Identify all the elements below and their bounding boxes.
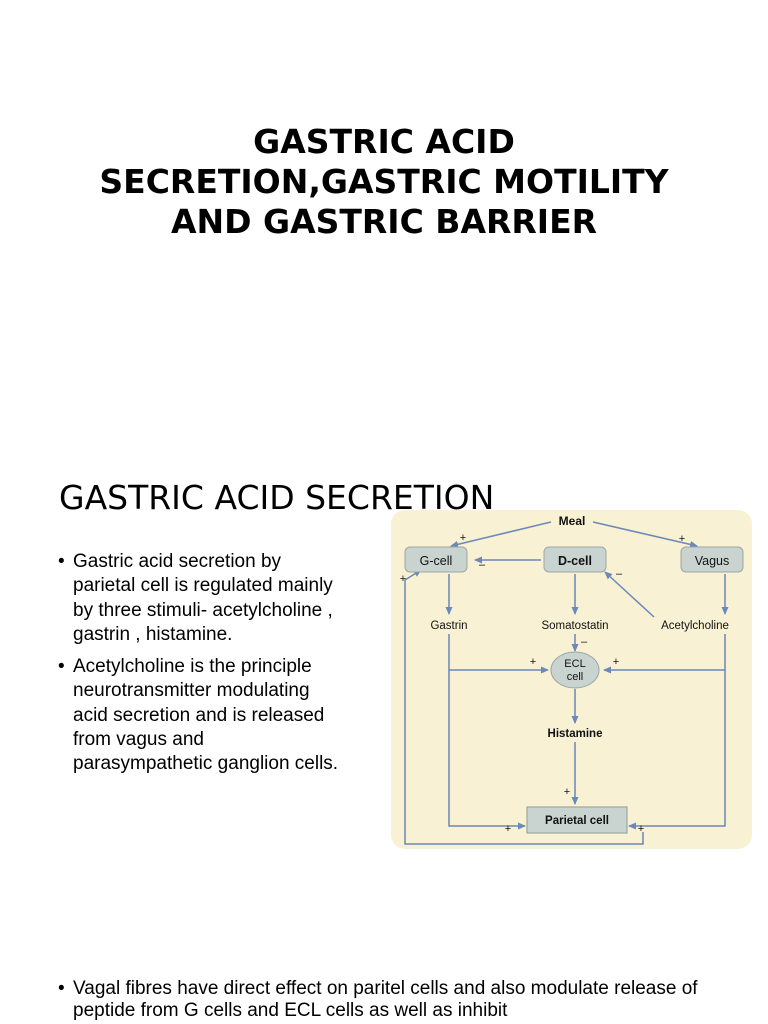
ecl-label-line-2: cell: [567, 671, 584, 683]
bullet-item: Vagal fibres have direct effect on parit…: [58, 978, 738, 1022]
parietal-cell-box: [526, 806, 628, 834]
d-cell-box: [543, 546, 607, 573]
arrow-gastrin-parietal: [448, 670, 526, 830]
vagus-label: Vagus: [695, 554, 730, 568]
arrow-meal-vagus: [592, 521, 698, 548]
sign-minus: –: [616, 568, 623, 580]
presentation-title: GASTRIC ACID SECRETION,GASTRIC MOTILITY …: [0, 122, 768, 242]
bullet-list: Gastric acid secretion by parietal cell …: [58, 550, 348, 785]
g-cell-label: G-cell: [420, 554, 453, 568]
acid-secretion-diagram: Meal G-cell D-cell Vagus Gastrin Somatos…: [391, 510, 752, 849]
sign-plus: +: [613, 656, 619, 668]
bullet-item: Acetylcholine is the principle neurotran…: [58, 655, 348, 776]
arrow-feedback-gcell: [404, 569, 644, 845]
bullet-item: Gastric acid secretion by parietal cell …: [58, 550, 348, 647]
title-line-1: GASTRIC ACID: [253, 122, 515, 162]
content-slide: GASTRIC ACID SECRETION Gastric acid secr…: [0, 460, 768, 1024]
section-title: GASTRIC ACID SECRETION: [59, 480, 495, 512]
sign-minus: –: [479, 559, 486, 571]
arrow-ach-parietal: [628, 670, 726, 830]
title-slide: GASTRIC ACID SECRETION,GASTRIC MOTILITY …: [0, 0, 768, 460]
bottom-bullet-list: Vagal fibres have direct effect on parit…: [58, 978, 738, 1022]
g-cell-box: [404, 546, 468, 573]
acetylcholine-label: Acetylcholine: [661, 620, 729, 632]
sign-plus: +: [505, 823, 511, 835]
sign-plus: +: [679, 533, 685, 545]
arrow-ach-ecl: [603, 634, 726, 674]
diagram-svg: Meal G-cell D-cell Vagus Gastrin Somatos…: [400, 514, 744, 845]
ecl-label-line-1: ECL: [564, 658, 585, 670]
d-cell-label: D-cell: [558, 554, 592, 568]
parietal-cell-label: Parietal cell: [545, 815, 609, 827]
sign-minus: –: [581, 636, 588, 648]
sign-plus: +: [564, 786, 570, 798]
sign-plus: +: [400, 573, 406, 585]
sign-plus: +: [638, 823, 644, 835]
ecl-cell-node: [550, 651, 600, 689]
arrow-meal-gcell: [450, 521, 552, 548]
sign-plus: +: [530, 656, 536, 668]
somatostatin-label: Somatostatin: [541, 620, 608, 632]
title-line-3: AND GASTRIC BARRIER: [170, 202, 598, 242]
vagus-box: [680, 546, 744, 573]
meal-label: Meal: [559, 514, 586, 528]
arrow-ach-dcell: [604, 571, 655, 618]
histamine-label: Histamine: [548, 728, 603, 740]
gastrin-label: Gastrin: [430, 620, 467, 632]
title-line-2: SECRETION,GASTRIC MOTILITY: [99, 162, 669, 202]
sign-plus: +: [460, 532, 466, 544]
